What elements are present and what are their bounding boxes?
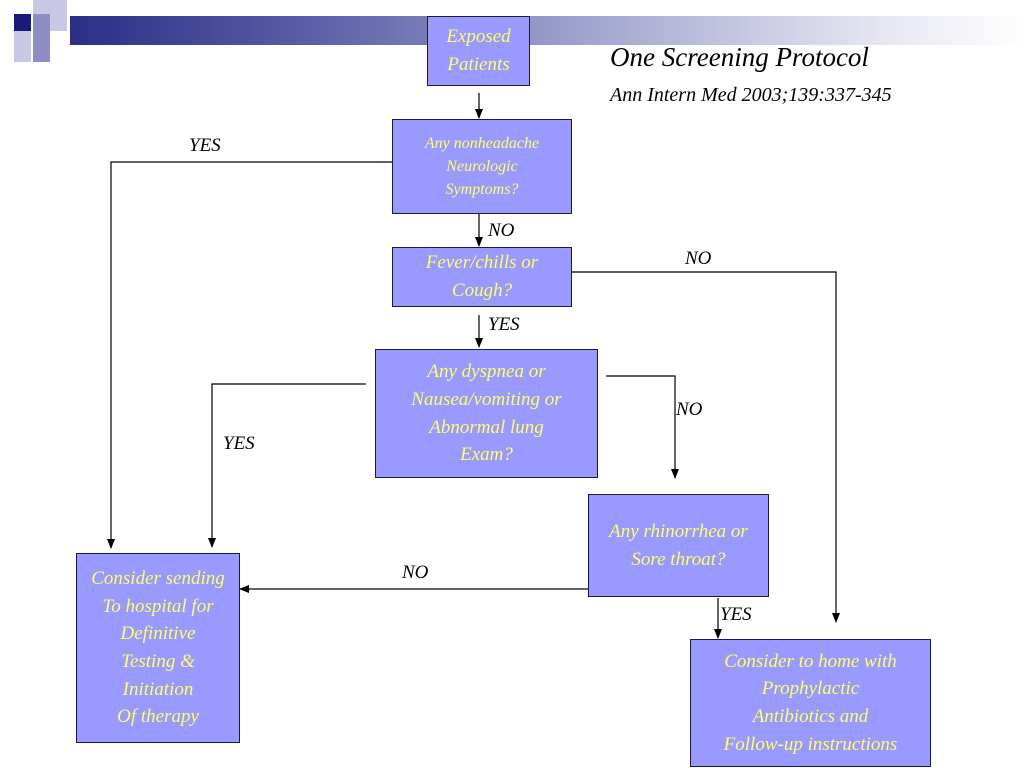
label-dyspnea-no: NO	[676, 399, 703, 420]
node-neurologic-symptoms: Any nonheadache Neurologic Symptoms?	[392, 119, 572, 214]
node-consider-hospital: Consider sending To hospital for Definit…	[76, 553, 240, 743]
header-square-mid	[33, 48, 50, 62]
header-square-mid	[33, 14, 50, 31]
node-fever-cough: Fever/chills or Cough?	[392, 247, 572, 307]
label-fever-no: NO	[685, 248, 712, 269]
header-square-light	[33, 0, 50, 14]
label-dyspnea-yes: YES	[223, 433, 255, 454]
label-neuro-yes: YES	[189, 135, 221, 156]
label-neuro-no: NO	[488, 220, 515, 241]
node-exposed-patients: Exposed Patients	[427, 16, 530, 86]
header-band	[70, 16, 1024, 45]
slide-title: One Screening Protocol	[610, 42, 869, 72]
citation: Ann Intern Med 2003;139:337-345	[610, 84, 892, 106]
header-square-light	[50, 0, 67, 14]
arrow-neuro-yes	[107, 161, 392, 549]
header-square-dark	[14, 14, 31, 31]
header-square-light	[14, 48, 31, 62]
header-square-light	[50, 14, 67, 31]
node-dyspnea: Any dyspnea or Nausea/vomiting or Abnorm…	[375, 349, 598, 478]
arrow-fever-no	[572, 271, 840, 623]
label-rhino-yes: YES	[720, 604, 752, 625]
node-rhinorrhea: Any rhinorrhea or Sore throat?	[588, 494, 769, 597]
label-fever-yes: YES	[488, 314, 520, 335]
header-square-mid	[33, 31, 50, 48]
label-rhino-no: NO	[402, 562, 429, 583]
header-square-light	[14, 31, 31, 48]
arrow-dyspnea-no	[606, 375, 679, 479]
node-consider-home: Consider to home with Prophylactic Antib…	[690, 639, 931, 767]
arrow-dyspnea-yes	[208, 383, 366, 548]
